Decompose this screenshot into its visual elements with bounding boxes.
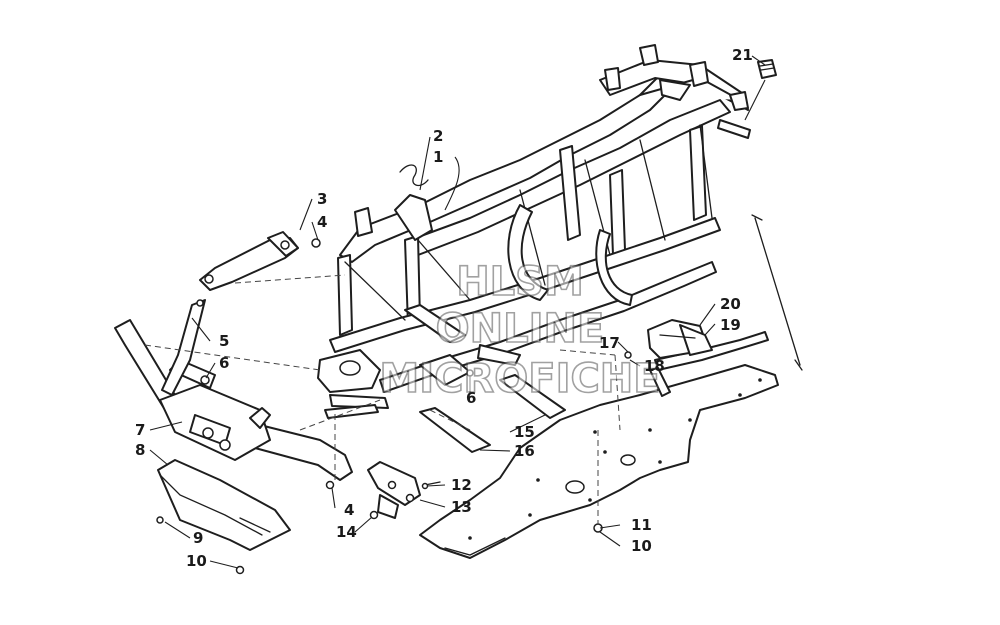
watermark-line-2: ONLINE xyxy=(436,306,605,352)
callout-6-center: 6 xyxy=(466,389,476,407)
callout-6-left: 6 xyxy=(219,354,229,372)
watermark: HLSM ONLINE MICROFICHE xyxy=(379,258,662,403)
callout-9: 9 xyxy=(193,529,203,547)
foot-pads xyxy=(404,304,566,453)
leader-lines xyxy=(149,55,766,569)
skid-plate xyxy=(419,364,779,559)
brace-5 xyxy=(161,299,206,396)
callout-15: 15 xyxy=(514,423,535,441)
callout-13: 13 xyxy=(451,498,472,516)
callout-labels: 2 1 3 4 5 6 7 8 9 10 4 14 12 13 6 15 16 … xyxy=(135,46,753,570)
callout-18: 18 xyxy=(644,357,665,375)
callout-17: 17 xyxy=(599,334,620,352)
callout-5: 5 xyxy=(219,332,229,350)
rod xyxy=(751,214,803,371)
callout-20: 20 xyxy=(720,295,741,313)
bracket-3 xyxy=(199,231,299,291)
callout-2: 2 xyxy=(433,127,443,145)
callout-4-upper: 4 xyxy=(317,213,327,231)
callout-4-lower: 4 xyxy=(344,501,354,519)
watermark-line-1: HLSM xyxy=(456,259,584,305)
callout-3: 3 xyxy=(317,190,327,208)
callout-10-left: 10 xyxy=(186,552,207,570)
callout-8: 8 xyxy=(135,441,145,459)
rear-mount-19 xyxy=(647,319,713,359)
decal-21 xyxy=(757,59,777,79)
callout-16: 16 xyxy=(514,442,535,460)
callout-10-right: 10 xyxy=(631,537,652,555)
callout-12: 12 xyxy=(451,476,472,494)
callout-19: 19 xyxy=(720,316,741,334)
front-skid-plate xyxy=(157,459,291,551)
callout-1: 1 xyxy=(433,148,443,166)
front-bumper xyxy=(114,319,353,481)
callout-11: 11 xyxy=(631,516,652,534)
callout-14: 14 xyxy=(336,523,357,541)
callout-7: 7 xyxy=(135,421,145,439)
watermark-line-3: MICROFICHE xyxy=(379,356,660,402)
callout-21: 21 xyxy=(732,46,753,64)
mount-bracket-13 xyxy=(367,461,421,519)
assembly-lines xyxy=(144,274,621,525)
